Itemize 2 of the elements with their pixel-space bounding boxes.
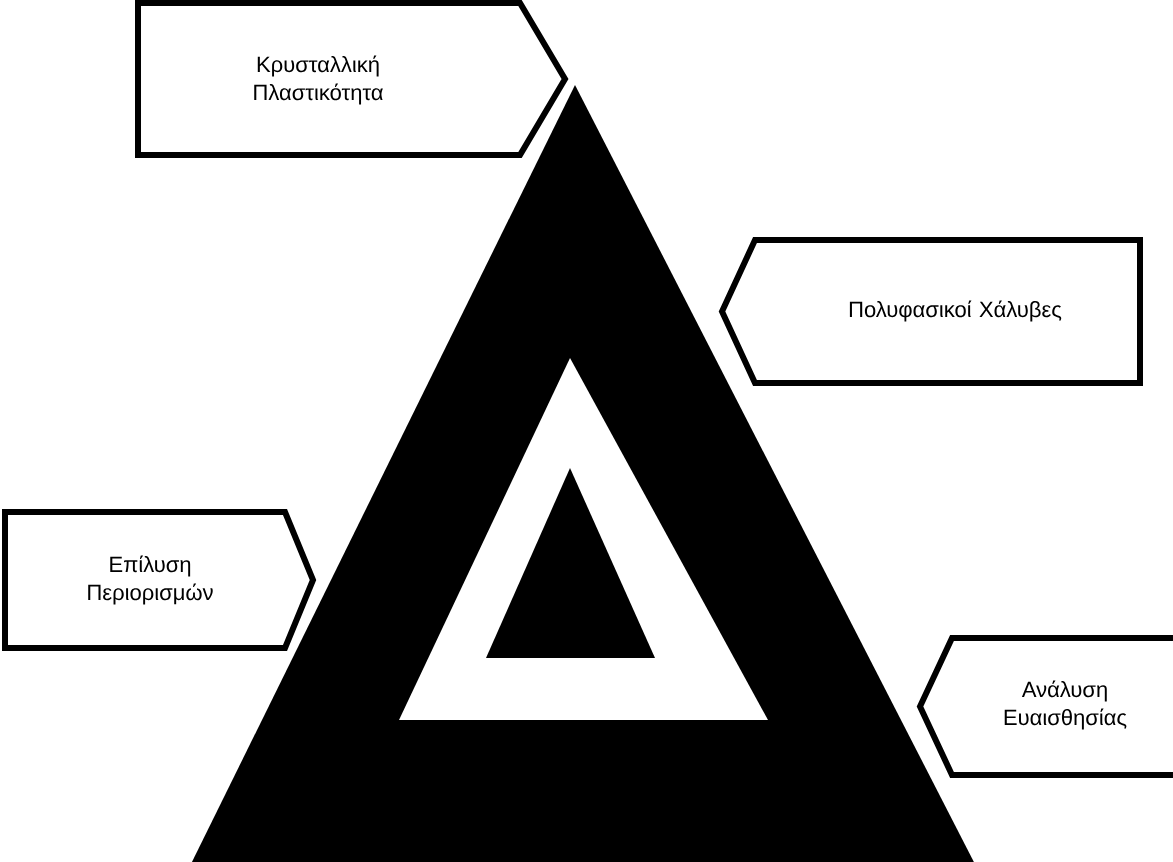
- arrow-box: Επίλυση Περιορισμών: [2, 509, 317, 651]
- arrow-box: Κρυσταλλική Πλαστικότητα: [135, 0, 569, 158]
